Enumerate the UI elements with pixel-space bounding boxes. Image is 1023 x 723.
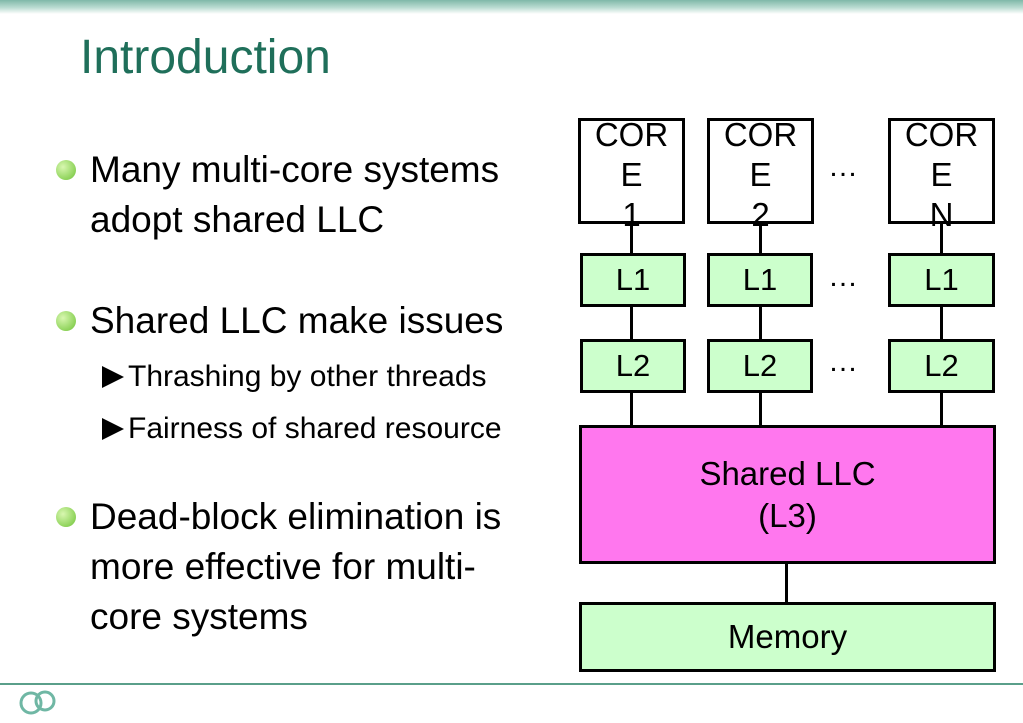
bullet-dot bbox=[56, 311, 76, 331]
core-box-2: COR E 2 bbox=[707, 116, 814, 233]
l1-cache-2: L1 bbox=[707, 253, 813, 307]
sub-bullet-arrow bbox=[102, 418, 124, 440]
sub-bullet-2: Fairness of shared resource bbox=[128, 412, 502, 445]
logo-icon bbox=[19, 690, 56, 715]
bullet-3-line-3: core systems bbox=[90, 596, 308, 637]
sub-bullet-1: Thrashing by other threads bbox=[128, 360, 487, 393]
connector-line bbox=[940, 222, 943, 427]
slide-title: Introduction bbox=[80, 31, 331, 84]
bullet-3-line-1: Dead-block elimination is bbox=[90, 496, 502, 537]
connector-line bbox=[759, 222, 762, 427]
bullet-1-line-1: Many multi-core systems bbox=[90, 149, 500, 190]
bullet-3-line-2: more effective for multi- bbox=[90, 546, 476, 587]
memory-box: Memory bbox=[579, 602, 996, 672]
l1-cache-1: L1 bbox=[580, 253, 686, 307]
shared-llc-box: Shared LLC (L3) bbox=[579, 425, 996, 564]
l1-ellipsis: … bbox=[828, 260, 860, 293]
l2-cache-1: L2 bbox=[580, 339, 686, 393]
core-ellipsis: … bbox=[828, 150, 860, 183]
bullet-2-line-1: Shared LLC make issues bbox=[90, 300, 504, 341]
bullet-dot bbox=[56, 160, 76, 180]
connector-line bbox=[630, 222, 633, 427]
l2-cache-2: L2 bbox=[707, 339, 813, 393]
connector-line bbox=[785, 562, 788, 604]
l1-cache-n: L1 bbox=[888, 253, 995, 307]
sub-bullet-arrow bbox=[102, 366, 124, 388]
core-box-1: COR E 1 bbox=[578, 116, 685, 233]
l2-cache-n: L2 bbox=[888, 339, 995, 393]
core-box-n: COR E N bbox=[888, 116, 995, 233]
bullet-dot bbox=[56, 507, 76, 527]
llc-label-line-2: (L3) bbox=[758, 496, 817, 534]
top-decor-band bbox=[0, 0, 1023, 14]
llc-label-line-1: Shared LLC bbox=[699, 454, 876, 492]
footer-line bbox=[0, 683, 1023, 685]
bullet-1-line-2: adopt shared LLC bbox=[90, 199, 385, 240]
l2-ellipsis: … bbox=[828, 345, 860, 378]
